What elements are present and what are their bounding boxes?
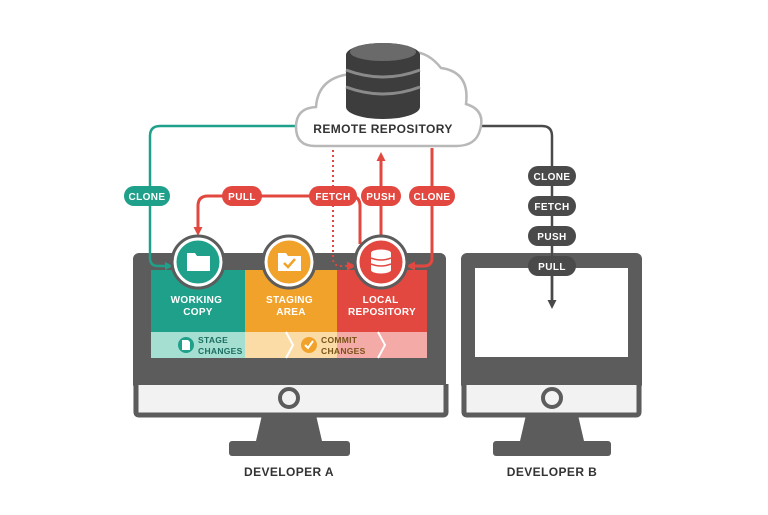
svg-text:PUSH: PUSH <box>366 192 395 203</box>
checked-folder-icon <box>278 253 301 271</box>
pull-arrow-a <box>193 194 362 244</box>
stage-changes-label: STAGE CHANGES <box>198 335 243 356</box>
clone-pill-a: CLONE <box>124 186 170 206</box>
developer-a-label: DEVELOPER A <box>244 465 334 479</box>
commit-chevron <box>377 331 387 359</box>
svg-text:FETCH: FETCH <box>534 202 569 213</box>
clone-pill-b: CLONE <box>528 166 576 186</box>
svg-text:CLONE: CLONE <box>534 172 571 183</box>
database-small-icon <box>370 249 392 274</box>
svg-text:PULL: PULL <box>538 262 566 273</box>
clone-pill-a2: CLONE <box>409 186 455 206</box>
commit-changes-label: COMMIT CHANGES <box>321 335 366 356</box>
svg-text:FETCH: FETCH <box>315 192 350 203</box>
svg-text:CLONE: CLONE <box>129 192 166 203</box>
fetch-pill-a: FETCH <box>309 186 357 206</box>
svg-text:PULL: PULL <box>228 192 256 203</box>
fetch-arrow-a <box>332 150 356 271</box>
database-icon <box>345 43 421 119</box>
developer-b-link <box>466 121 554 300</box>
local-repository-label: LOCAL REPOSITORY <box>348 295 416 318</box>
staging-area-label: STAGING AREA <box>266 295 316 318</box>
staging-area-pane <box>245 270 337 358</box>
clone-arrow-a2 <box>406 148 434 271</box>
folder-icon <box>187 253 210 271</box>
remote-repository-label: REMOTE REPOSITORY <box>313 122 453 136</box>
svg-text:CLONE: CLONE <box>414 192 451 203</box>
working-copy-label: WORKING COPY <box>171 295 226 318</box>
stage-chevron <box>285 331 295 359</box>
fetch-pill-b: FETCH <box>528 196 576 216</box>
push-pill-b: PUSH <box>528 226 576 246</box>
pull-pill-a: PULL <box>222 186 262 206</box>
pull-pill-b: PULL <box>528 256 576 276</box>
push-pill-a: PUSH <box>361 186 401 206</box>
svg-text:PUSH: PUSH <box>537 232 566 243</box>
developer-b-label: DEVELOPER B <box>507 465 597 479</box>
local-repository-pane <box>337 270 427 358</box>
